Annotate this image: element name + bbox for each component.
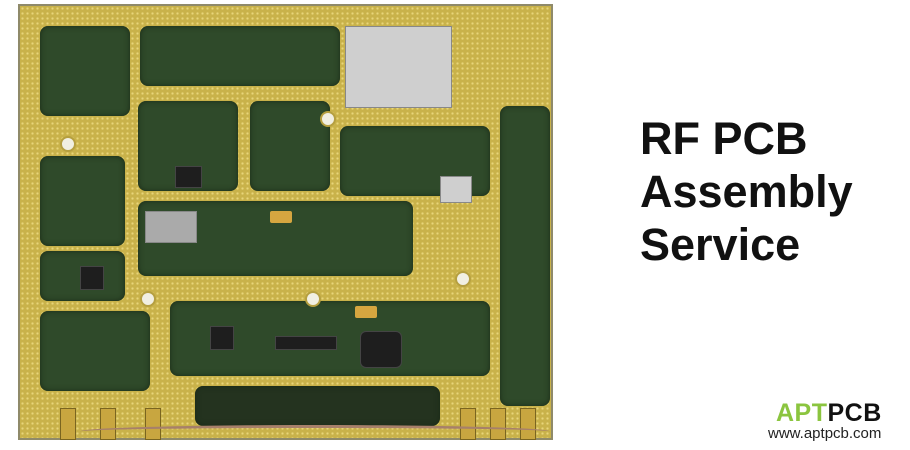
mounting-hole — [320, 111, 336, 127]
pcb-section — [40, 311, 150, 391]
headline-line: Service — [640, 219, 801, 270]
logo-apt: APT — [776, 399, 828, 427]
coax-cable — [80, 425, 550, 438]
crystal-oscillator — [145, 211, 197, 243]
pcb-section — [40, 26, 130, 116]
ic-chip — [80, 266, 104, 290]
pcb-section — [195, 386, 440, 426]
mounting-hole — [140, 291, 156, 307]
pcb-section — [250, 101, 330, 191]
sma-connector — [100, 408, 116, 440]
sma-connector — [60, 408, 76, 440]
pcb-section — [500, 106, 550, 406]
headline: RF PCB Assembly Service — [640, 112, 853, 271]
rf-component — [440, 176, 472, 203]
rf-shield-can — [345, 26, 452, 108]
ic-chip — [175, 166, 202, 188]
headline-line: RF PCB — [640, 113, 808, 164]
pcb-section — [140, 26, 340, 86]
mounting-hole — [305, 291, 321, 307]
rf-pcb-photo — [18, 4, 553, 440]
brand-logo: APTPCB — [776, 399, 882, 428]
brand-url: www.aptpcb.com — [768, 425, 882, 442]
ic-chip — [275, 336, 337, 350]
pcb-section — [40, 156, 125, 246]
headline-line: Assembly — [640, 166, 853, 217]
sma-connector — [520, 408, 536, 440]
capacitor — [355, 306, 377, 318]
logo-pcb: PCB — [827, 399, 882, 427]
mounting-hole — [455, 271, 471, 287]
ic-chip — [210, 326, 234, 350]
capacitor — [270, 211, 292, 223]
inductor — [360, 331, 402, 368]
mounting-hole — [60, 136, 76, 152]
